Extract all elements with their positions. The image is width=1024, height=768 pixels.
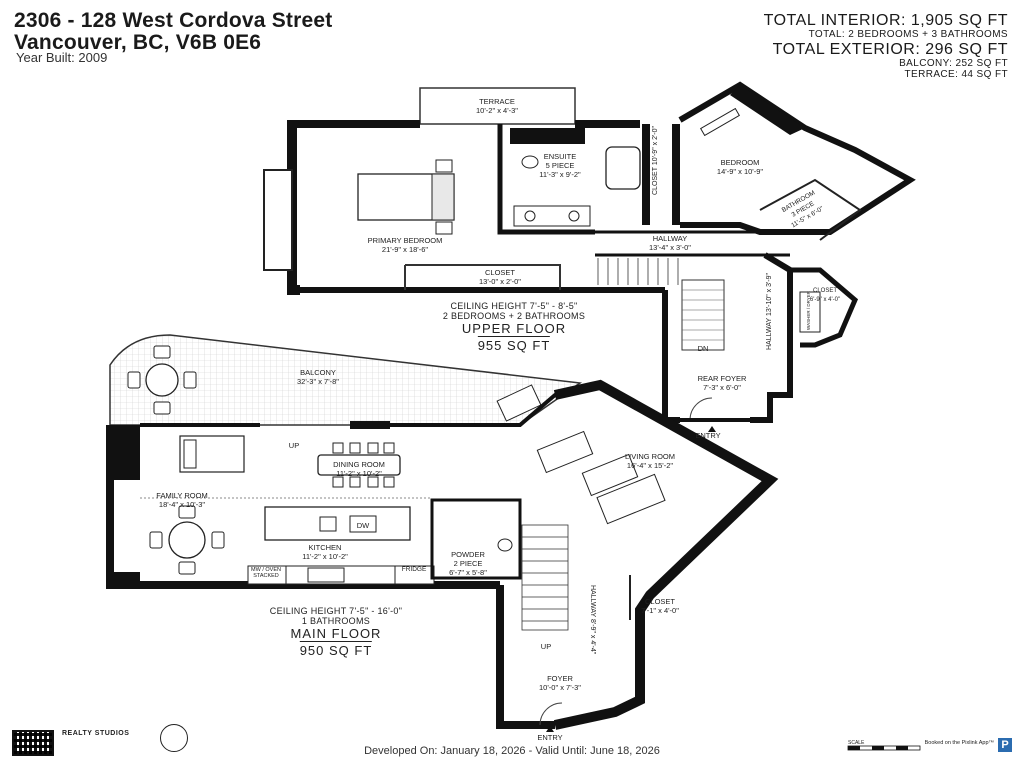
developed-date: Developed On: January 18, 2026 - Valid U… bbox=[364, 745, 660, 757]
total-rooms: TOTAL: 2 BEDROOMS + 3 BATHROOMS bbox=[808, 29, 1008, 40]
up-balcony-label: UP bbox=[288, 441, 300, 450]
qr-code-icon bbox=[12, 730, 54, 756]
bbq-icon bbox=[496, 384, 542, 422]
pixlink-logo-icon: P bbox=[998, 738, 1012, 752]
balcony-sqft: BALCONY: 252 SQ FT bbox=[899, 58, 1008, 69]
dining-table-icon bbox=[317, 454, 401, 476]
sink-icon bbox=[319, 516, 337, 532]
table-icon bbox=[145, 363, 179, 397]
total-interior: TOTAL INTERIOR: 1,905 SQ FT bbox=[763, 12, 1008, 29]
compass-icon bbox=[160, 724, 188, 752]
sofa-icon bbox=[179, 435, 245, 473]
dw-label: DW bbox=[356, 521, 370, 530]
nightstand-icon bbox=[435, 159, 453, 173]
total-exterior: TOTAL EXTERIOR: 296 SQ FT bbox=[772, 41, 1008, 58]
address-line-1: 2306 - 128 West Cordova Street bbox=[14, 9, 333, 32]
realty-studios-logo: REALTY STUDIOS bbox=[62, 730, 130, 737]
stove-icon bbox=[307, 567, 345, 583]
sofa-icon bbox=[536, 430, 594, 474]
address-line-2: Vancouver, BC, V6B 0E6 bbox=[14, 31, 262, 54]
terrace-sqft: TERRACE: 44 SQ FT bbox=[904, 69, 1008, 80]
main-floor-info: CEILING HEIGHT 7'-5" - 16'-0" 1 BATHROOM… bbox=[269, 606, 403, 658]
washer-dryer-icon bbox=[799, 291, 821, 333]
scale-label: SCALE bbox=[848, 740, 865, 746]
mw-oven-label: MW / OVEN STACKED bbox=[251, 567, 281, 579]
hallway-main-label: HALLWAY 8'-9" x 4'-4" bbox=[589, 585, 596, 655]
bathtub-icon bbox=[605, 146, 641, 190]
balcony-outline bbox=[109, 334, 583, 426]
upper-floor-info: CEILING HEIGHT 7'-5" - 8'-5" 2 BEDROOMS … bbox=[442, 301, 586, 353]
washer-label: WASHER / DRYER bbox=[806, 290, 811, 330]
pixlink-booked-text: Booked on the Pixlink App™ bbox=[924, 740, 994, 746]
year-built: Year Built: 2009 bbox=[16, 50, 108, 65]
kitchen-island bbox=[264, 506, 411, 541]
hallway-vertical-label: HALLWAY 13'-10" x 3'-9" bbox=[766, 272, 773, 350]
entry-arrow-icon bbox=[708, 426, 716, 432]
entry-main-label: ENTRY bbox=[537, 733, 563, 742]
fridge-label: FRIDGE bbox=[401, 566, 427, 573]
down-label: DN bbox=[697, 344, 709, 353]
toilet-icon bbox=[497, 538, 513, 552]
entry-arrow-icon bbox=[546, 726, 554, 732]
closet-small-label: CLOSET 10'-9" x 2'-0" bbox=[652, 125, 659, 195]
nightstand-icon bbox=[435, 221, 453, 235]
entry-upper-label: ENTRY bbox=[695, 431, 721, 440]
up-stairs-label: UP bbox=[540, 642, 552, 651]
toilet-icon bbox=[521, 155, 539, 169]
